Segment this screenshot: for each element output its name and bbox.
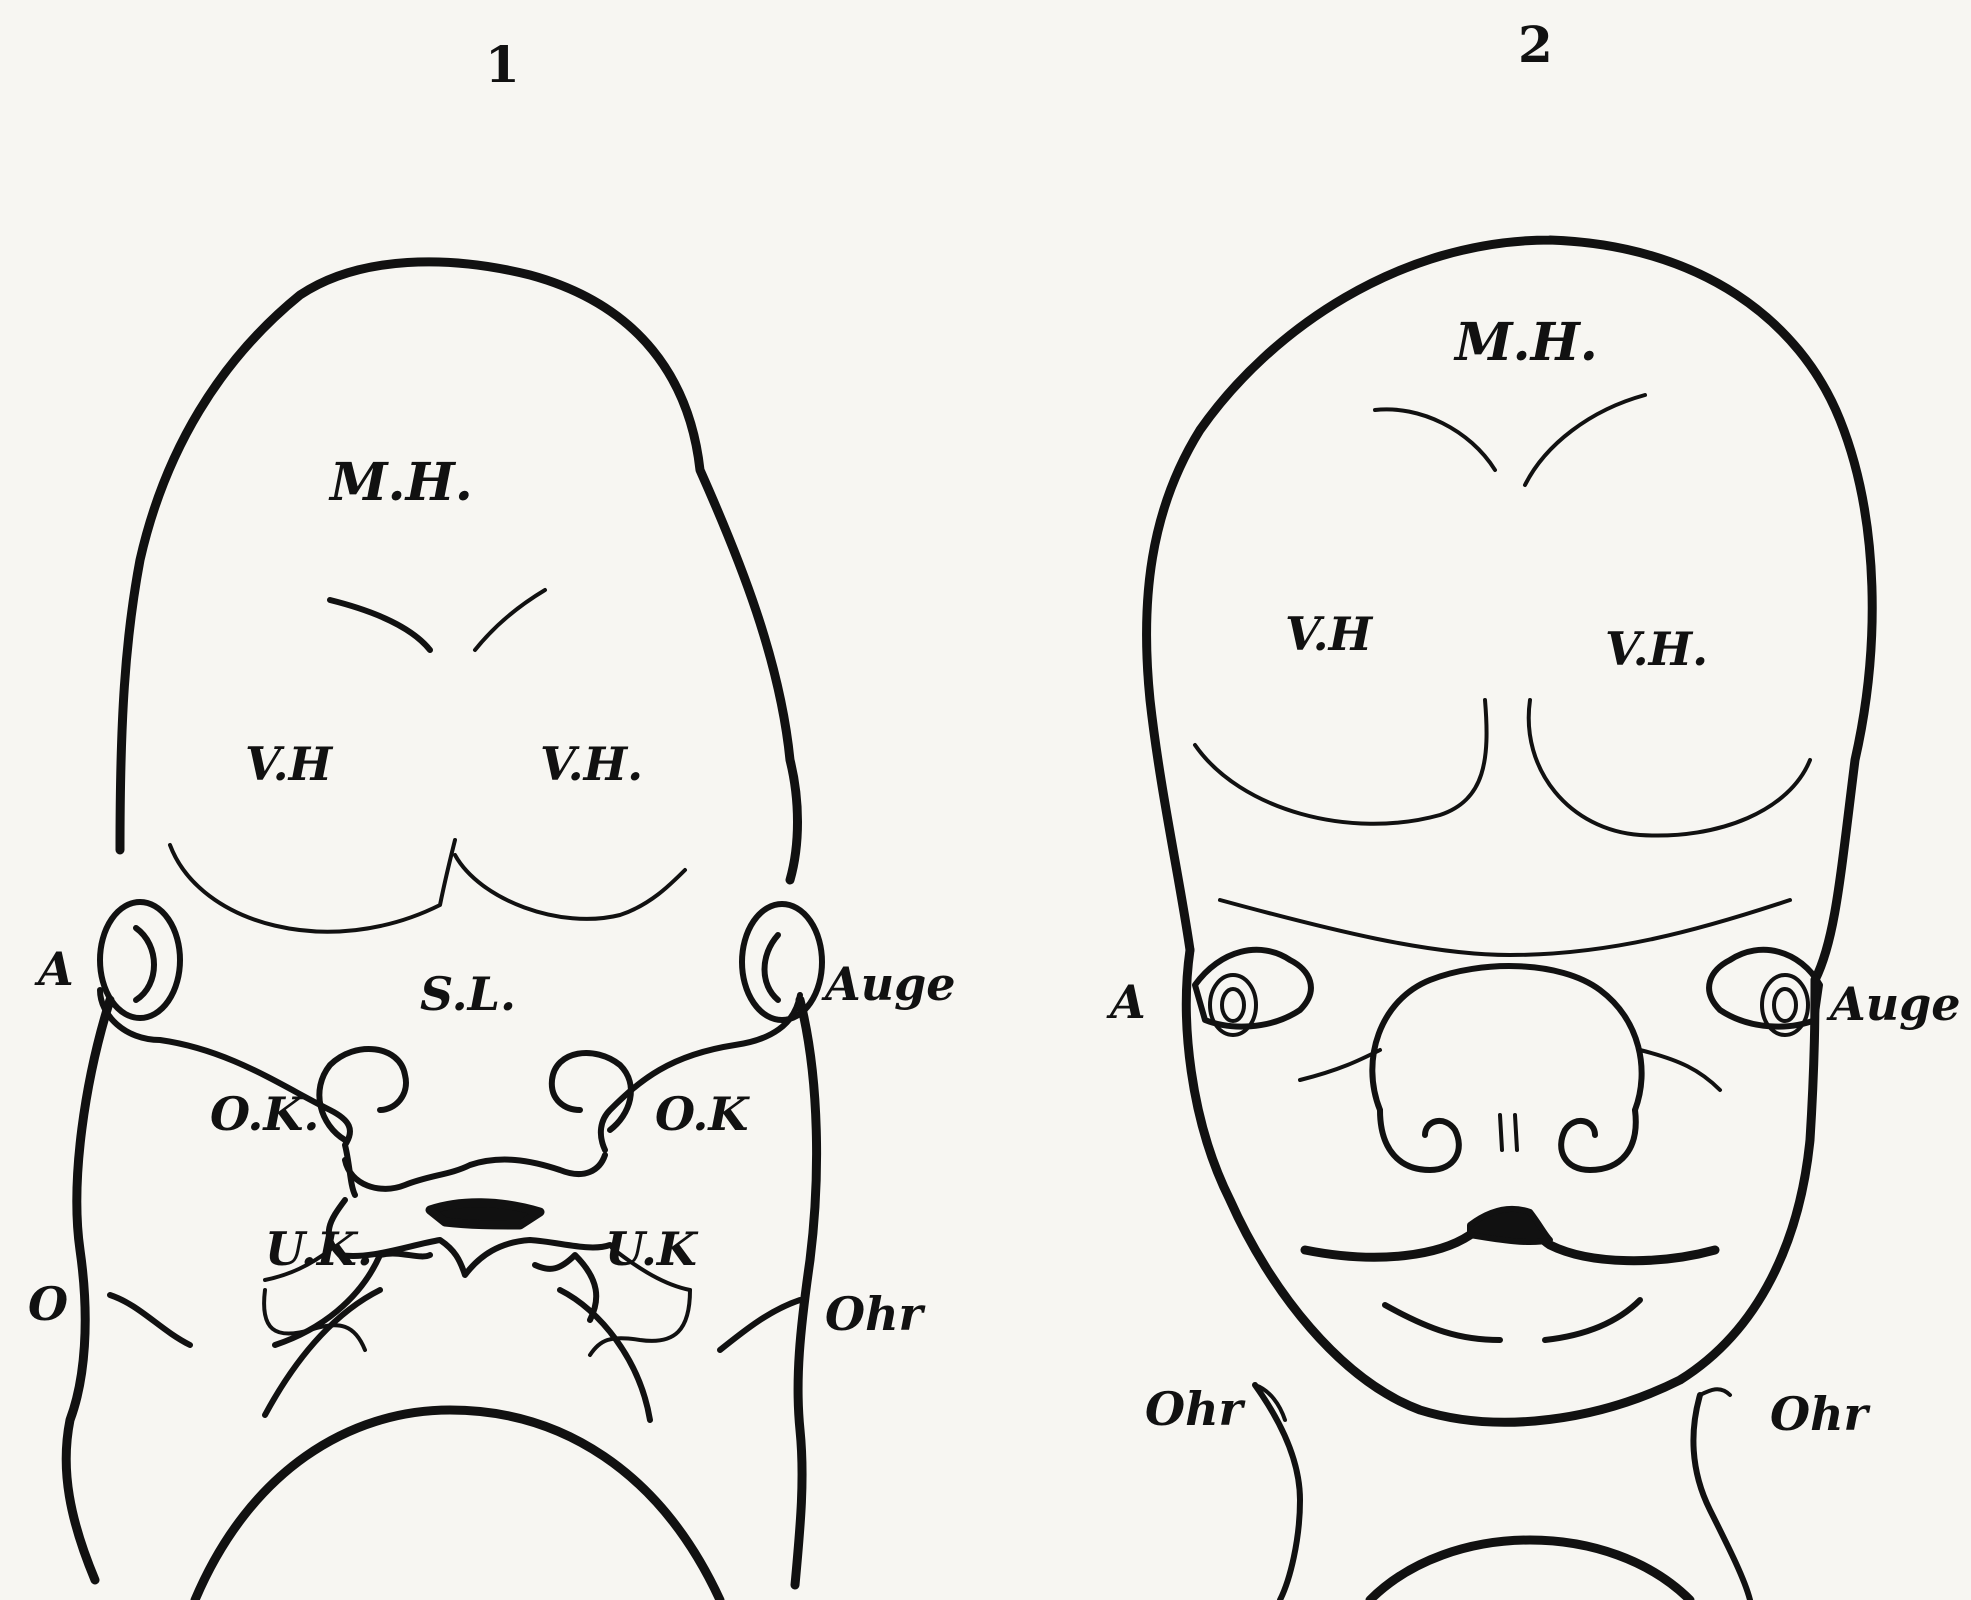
label-eye-right: Auge [1826,977,1961,1031]
mouth-shadow [1470,1209,1550,1242]
midbrain-right-arc [475,590,545,650]
label-forebrain-left: V.H [1285,607,1374,661]
label-eye-right: Auge [821,957,956,1011]
face-arc [1220,900,1790,955]
label-ear-right: Ohr [1770,1387,1872,1441]
label-eye-left: A [34,942,74,996]
ear-left [1255,1385,1300,1600]
label-forebrain-right: V.H. [540,737,643,791]
neck-right [795,1000,817,1585]
figure-1: 1 [28,35,956,1600]
lower-jaw-arc-left [265,1290,380,1415]
midbrain-right-arc [1525,395,1645,485]
thorax-arc [195,1410,720,1600]
figure-number-1: 1 [485,35,520,94]
label-ok-left: O.K. [210,1087,319,1141]
lower-lip [1385,1305,1500,1340]
label-uk-right: U.K [605,1222,699,1276]
nostril-left [1380,1110,1459,1170]
ear-right [720,1300,800,1350]
label-ear-right: Ohr [825,1287,927,1341]
thorax-arc [1370,1540,1690,1600]
forebrain-right-arc [455,855,685,919]
label-uk-left: U.K. [265,1222,373,1276]
lower-jaw-arc-right [560,1290,650,1420]
label-forebrain-right: V.H. [1605,622,1708,676]
nose-outline [1372,966,1641,1110]
mouth-opening [430,1203,540,1225]
label-sl: S.L. [420,967,516,1021]
midbrain-left-arc [330,600,430,650]
forebrain-right-arc [1529,700,1810,836]
label-eye-left: A [1106,975,1146,1029]
label-ok-right: O.K [655,1087,750,1141]
midbrain-left-arc [1375,409,1495,470]
label-midbrain: M.H. [1453,312,1598,373]
forebrain-left-arc [1195,700,1487,824]
ear-right-notch [1700,1389,1730,1395]
label-midbrain: M.H. [328,452,473,513]
left-eye [1195,950,1311,1035]
figure-number-2: 2 [1518,15,1553,74]
ear-left [110,1295,190,1345]
label-ear-left: O [28,1277,68,1331]
neck-left [66,1000,110,1580]
label-forebrain-left: V.H [245,737,334,791]
lower-lip-right [1545,1300,1640,1340]
cheek-left [1300,1050,1380,1080]
mouth-upper [345,1155,605,1189]
nasal-pit-left [319,1049,406,1140]
cheek-right [1640,1050,1720,1090]
nostril-right [1561,1110,1636,1170]
ear-right [1693,1395,1750,1600]
figure-2: 2 [1106,15,1961,1600]
philtrum-marks [1500,1115,1517,1150]
right-eye [742,904,822,1020]
right-eye [1709,950,1820,1035]
forebrain-left-arc [170,840,455,932]
label-ear-left: Ohr [1145,1382,1247,1436]
nasal-pit-right [552,1053,631,1130]
head-outline [120,262,798,880]
